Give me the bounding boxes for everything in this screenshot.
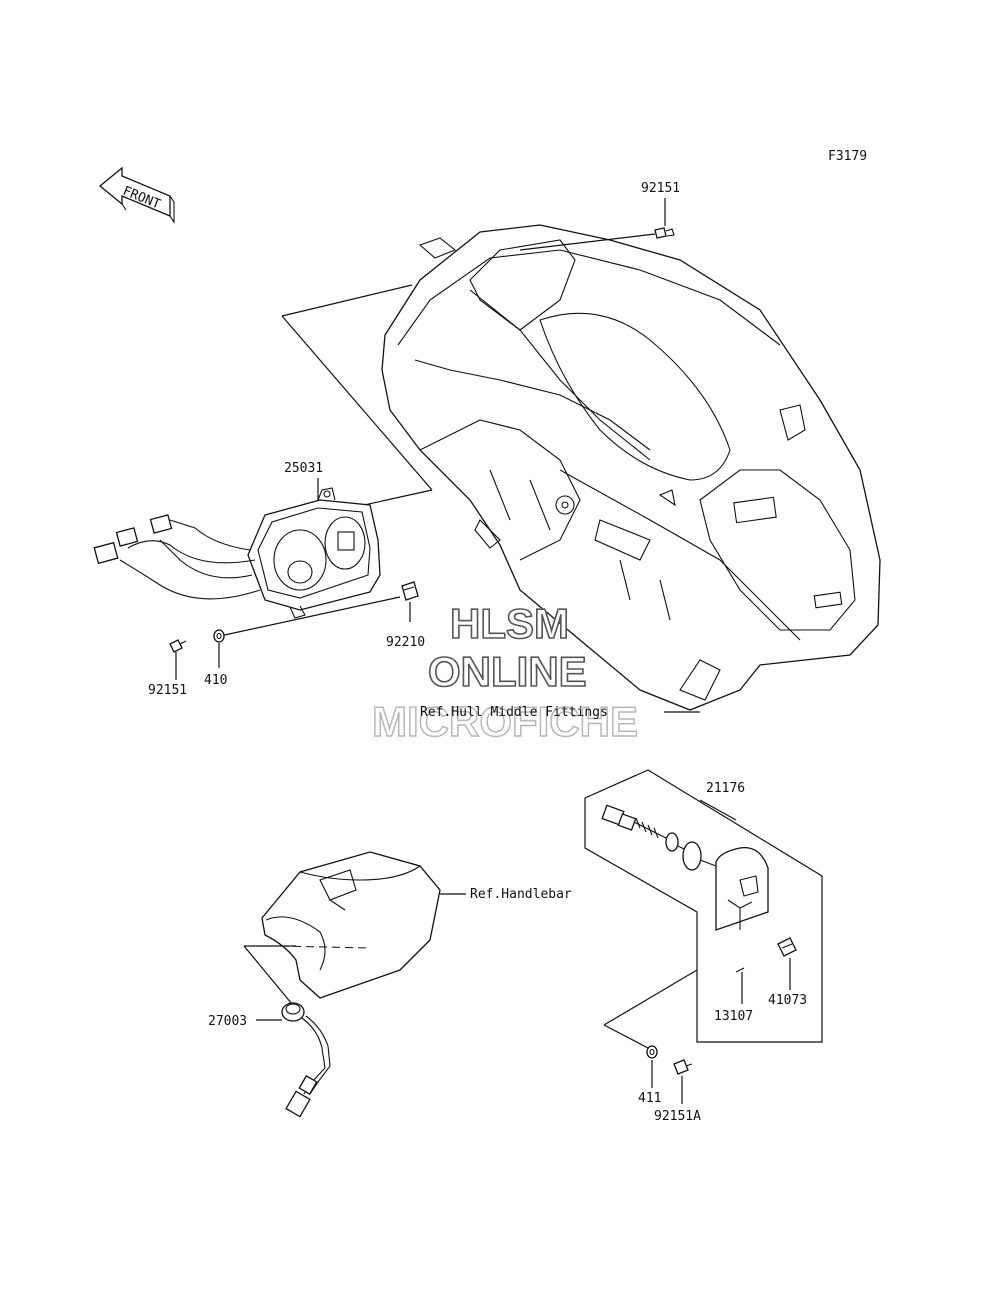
label-27003: 27003 — [208, 1014, 247, 1029]
label-410: 410 — [204, 673, 227, 688]
ref-hull-middle-fittings: Ref.Hull Middle Fittings — [420, 705, 608, 720]
bolt-92151-top — [519, 227, 675, 251]
label-92210: 92210 — [386, 635, 425, 650]
washer-410 — [213, 629, 225, 643]
bolt-92151-left — [169, 639, 187, 653]
label-92151A: 92151A — [654, 1109, 701, 1124]
washer-411 — [646, 1045, 658, 1059]
label-13107: 13107 — [714, 1009, 753, 1024]
watermark-line3: MICROFICHE — [372, 698, 638, 745]
label-411: 411 — [638, 1091, 661, 1106]
front-arrow-icon: FRONT — [98, 166, 175, 224]
clip-92210 — [401, 581, 419, 601]
meter-assembly — [93, 487, 381, 619]
watermark-line1: HLSM — [450, 600, 569, 647]
label-41073: 41073 — [768, 993, 807, 1008]
figure-code: F3179 — [828, 149, 867, 164]
hull-middle-fitting — [381, 224, 881, 711]
watermark-line2: ONLINE — [428, 648, 587, 695]
switch-assembly-21176 — [601, 804, 769, 931]
bolt-92151A — [673, 1059, 693, 1075]
handlebar-cover — [261, 851, 441, 999]
ref-handlebar: Ref.Handlebar — [470, 887, 572, 902]
pin-13107 — [735, 967, 745, 973]
label-92151-left: 92151 — [148, 683, 187, 698]
label-21176: 21176 — [706, 781, 745, 796]
clip-41073 — [777, 937, 797, 957]
label-92151-top: 92151 — [641, 181, 680, 196]
label-25031: 25031 — [284, 461, 323, 476]
sensor-27003 — [281, 1002, 331, 1118]
